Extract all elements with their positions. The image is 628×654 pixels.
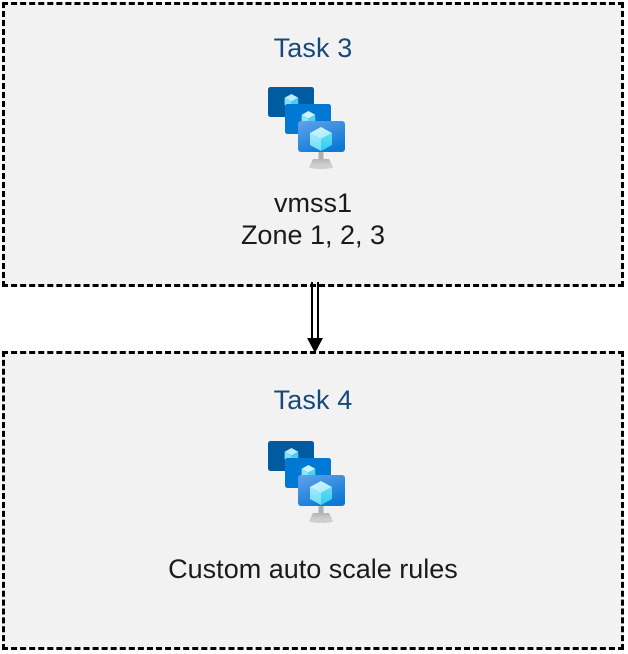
vmss-stand xyxy=(309,505,333,523)
task-4-caption: Custom auto scale rules xyxy=(168,554,458,586)
task-3-title: Task 3 xyxy=(273,33,353,63)
task-3-caption-line-2: Zone 1, 2, 3 xyxy=(240,219,386,250)
task-3-caption: vmss1 Zone 1, 2, 3 xyxy=(241,188,385,252)
vmss-stand xyxy=(309,151,333,169)
task-3-caption-line-1: vmss1 xyxy=(273,188,352,218)
vmss-screen-front xyxy=(298,121,345,152)
vmss-icon xyxy=(268,87,345,169)
vmss-screen-front xyxy=(298,475,345,506)
task-4-caption-line-1: Custom auto scale rules xyxy=(168,554,458,584)
connector-arrow-task3-to-task4 xyxy=(307,282,323,353)
task-box-task-3[interactable]: Task 3 xyxy=(2,2,624,287)
task-4-title: Task 4 xyxy=(273,385,353,415)
vmss-icon xyxy=(268,441,345,523)
task-box-task-4[interactable]: Task 4 xyxy=(2,351,624,650)
